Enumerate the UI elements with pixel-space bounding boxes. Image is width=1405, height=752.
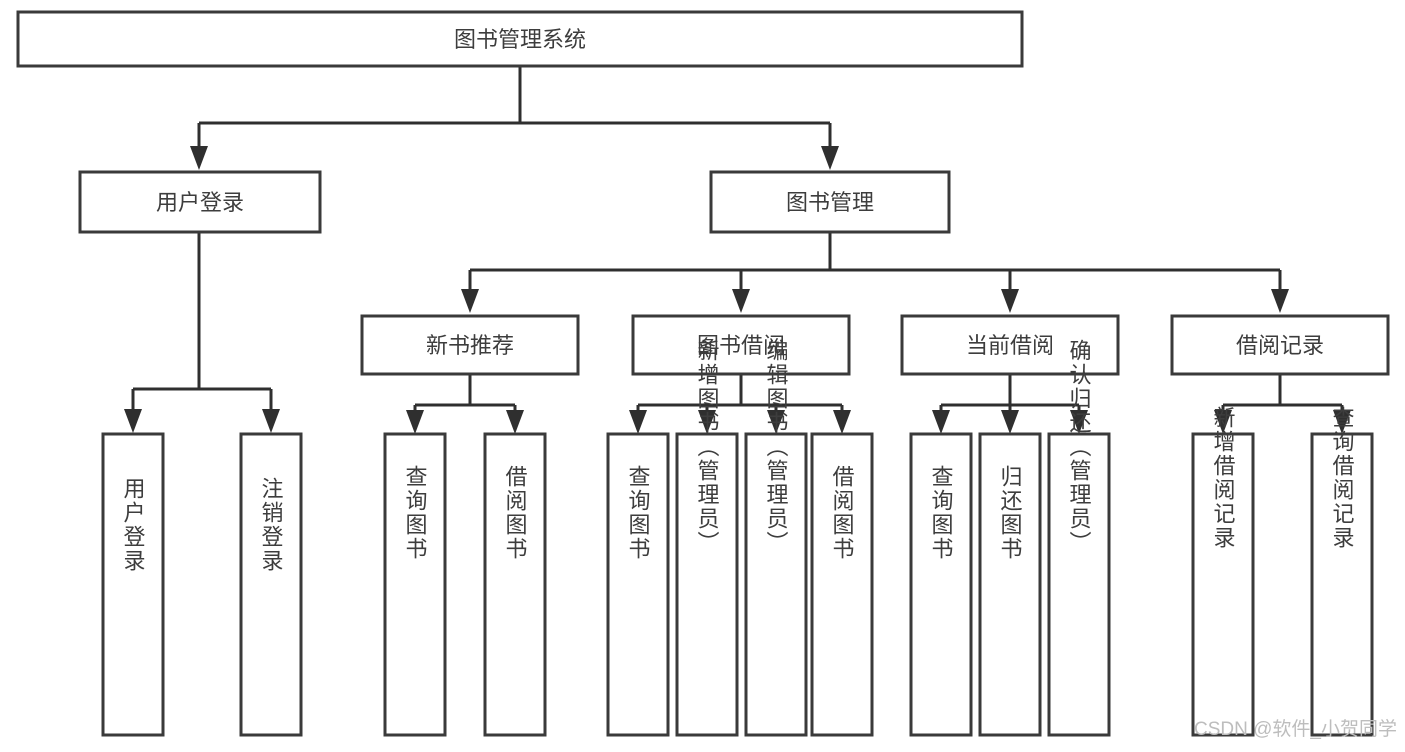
arrow-head-cb-leaf2 [1001,410,1019,434]
arrow-head-br-leaf2 [1333,410,1351,434]
node-book-borrow-box[interactable] [631,314,851,376]
leaf-confirm-return-label: 确认归还（管理员） [1067,339,1092,555]
leaf-query-book-3[interactable]: 查询图书 [909,432,973,737]
leaf-add-book-label: 新增图书（管理员） [695,339,720,555]
leaf-query-book-2-label: 查询图书 [626,465,651,561]
arrow-head-nbr-leaf1 [406,410,424,434]
node-book-borrow[interactable]: 图书借阅 [631,314,851,376]
leaf-query-book-1-box[interactable] [383,432,447,737]
leaf-edit-book-label: 编辑图书（管理员） [764,339,789,555]
arrow-head-cb-leaf1 [932,410,950,434]
arrow-head-borrow-record [1271,289,1289,313]
leaf-borrow-book-2-box[interactable] [810,432,874,737]
leaf-add-record-label: 新增借阅记录 [1211,406,1236,550]
node-new-book-recommend-label: 新书推荐 [426,333,514,358]
leaf-query-book-1[interactable]: 查询图书 [383,432,447,737]
leaf-query-record-label: 查询借阅记录 [1330,406,1355,550]
leaf-query-record[interactable]: 查询借阅记录 [1310,406,1374,737]
leaf-query-book-3-box[interactable] [909,432,973,737]
node-book-borrow-label: 图书借阅 [697,333,785,358]
leaf-logout[interactable]: 注销登录 [239,432,303,737]
node-root-label: 图书管理系统 [454,27,586,52]
leaf-return-book[interactable]: 归还图书 [978,432,1042,737]
leaf-edit-book[interactable]: 编辑图书（管理员） [744,339,808,737]
leaf-confirm-return-box[interactable] [1047,432,1111,737]
arrow-head-leaf-logout [262,409,280,433]
leaf-logout-label: 注销登录 [259,477,284,573]
arrow-head-bb-leaf3 [767,410,785,434]
leaf-borrow-book-1[interactable]: 借阅图书 [483,432,547,737]
leaf-add-record-box[interactable] [1191,432,1255,737]
node-book-manage-box[interactable] [709,170,951,234]
node-current-borrow-box[interactable] [900,314,1120,376]
leaf-query-book-2[interactable]: 查询图书 [606,432,670,737]
arrow-head-bb-leaf4 [833,410,851,434]
leaf-edit-book-box[interactable] [744,432,808,737]
node-borrow-record-box[interactable] [1170,314,1390,376]
node-book-manage[interactable]: 图书管理 [709,170,951,234]
arrow-head-nbr-leaf2 [506,410,524,434]
node-borrow-record-label: 借阅记录 [1236,333,1324,358]
node-root[interactable]: 图书管理系统 [16,10,1024,68]
node-user-login-label: 用户登录 [156,190,244,215]
node-root-box[interactable] [16,10,1024,68]
node-user-login-box[interactable] [78,170,322,234]
leaf-add-book[interactable]: 新增图书（管理员） [675,339,739,737]
node-borrow-record[interactable]: 借阅记录 [1170,314,1390,376]
connector-layer [124,66,1351,434]
leaf-borrow-book-2[interactable]: 借阅图书 [810,432,874,737]
node-current-borrow[interactable]: 当前借阅 [900,314,1120,376]
arrow-head-br-leaf1 [1214,410,1232,434]
leaf-borrow-book-1-label: 借阅图书 [503,465,528,561]
leaf-query-book-2-box[interactable] [606,432,670,737]
node-user-login[interactable]: 用户登录 [78,170,322,234]
leaf-borrow-book-2-label: 借阅图书 [830,465,855,561]
node-new-book-recommend[interactable]: 新书推荐 [360,314,580,376]
leaf-confirm-return[interactable]: 确认归还（管理员） [1047,339,1111,737]
leaf-query-book-1-label: 查询图书 [403,465,428,561]
node-new-book-recommend-box[interactable] [360,314,580,376]
arrow-head-cb-leaf3 [1070,410,1088,434]
arrow-head-new-book-recommend [461,289,479,313]
leaf-return-book-label: 归还图书 [998,465,1023,561]
node-book-manage-label: 图书管理 [786,190,874,215]
leaf-user-login[interactable]: 用户登录 [101,432,165,737]
arrow-head-book-borrow [732,289,750,313]
leaf-user-login-label: 用户登录 [121,477,146,573]
leaf-borrow-book-1-box[interactable] [483,432,547,737]
node-current-borrow-label: 当前借阅 [966,333,1054,358]
arrow-head-bb-leaf1 [629,410,647,434]
arrow-head-leaf-user-login [124,409,142,433]
arrow-head-user-login [190,146,208,170]
leaf-query-record-box[interactable] [1310,432,1374,737]
leaf-return-book-box[interactable] [978,432,1042,737]
leaf-add-record[interactable]: 新增借阅记录 [1191,406,1255,737]
leaf-query-book-3-label: 查询图书 [929,465,954,561]
leaf-user-login-box[interactable] [101,432,165,737]
arrow-head-bb-leaf2 [698,410,716,434]
leaf-logout-box[interactable] [239,432,303,737]
leaf-add-book-box[interactable] [675,432,739,737]
arrow-head-current-borrow [1001,289,1019,313]
arrow-head-book-manage [821,146,839,170]
